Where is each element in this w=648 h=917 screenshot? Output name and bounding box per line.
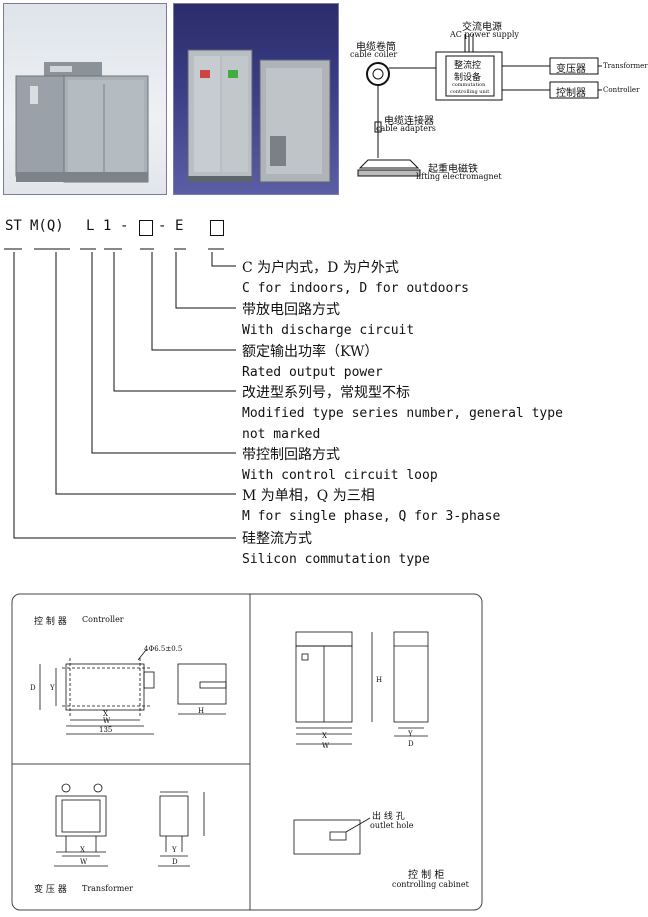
legend-control-en: With control circuit loop — [242, 468, 438, 483]
legend-control-cn: 带控制回路方式 — [242, 447, 340, 463]
controller-dim-d: D — [30, 684, 36, 692]
leader-lines — [4, 248, 236, 539]
controller-dim-w: W — [103, 717, 111, 725]
magnet-label-en: lifting electromagnet — [416, 172, 502, 181]
cabinet-title-en: controlling cabinet — [392, 880, 469, 889]
legend-silicon: 硅整流方式 Silicon commutation type — [242, 531, 430, 568]
legend-power-en: Rated output power — [242, 365, 383, 380]
magnet-label-cn: 起重电磁铁 — [428, 164, 478, 175]
controller-dim-h: H — [198, 707, 205, 715]
cabinet-dim-y: Y — [408, 730, 413, 738]
product-photo-2 — [173, 3, 339, 195]
power-label-cn: 交流电源 — [462, 22, 502, 33]
legend-location-en: C for indoors, D for outdoors — [242, 281, 469, 296]
outlet-label-en: outlet hole — [370, 821, 414, 830]
cable-coiler-cn: 电缆卷筒 — [356, 42, 396, 53]
enclosure-photo-1 — [15, 62, 149, 183]
code-dash-1: - — [120, 218, 129, 234]
controller-title-en: Controller — [82, 615, 124, 624]
cable-coiler-en: cable coiler — [350, 50, 398, 59]
code-st: ST — [5, 218, 22, 234]
transformer-dim-d: D — [172, 858, 178, 866]
cable-adapter-en: cable adapters — [376, 124, 436, 133]
controller-dim-x: X — [103, 710, 108, 718]
legend-series-cn: 改进型系列号，常规型不标 — [242, 385, 410, 401]
control-unit-en-2: controlling unit — [450, 89, 490, 95]
control-unit-cn-2: 制设备 — [454, 73, 482, 83]
legend-series-en: Modified type series number, general typ… — [242, 406, 563, 421]
controller-box-cn: 控制器 — [556, 88, 586, 99]
controller-dim-y: Y — [50, 684, 55, 692]
controller-title-cn: 控 制 器 — [34, 617, 67, 627]
transformer-title-cn: 变 压 器 — [34, 885, 67, 895]
code-power-box — [139, 220, 153, 236]
transformer-dim-x: X — [80, 846, 85, 854]
cabinet-dim-h: H — [376, 676, 383, 684]
controller-box-en: Controller — [603, 86, 640, 94]
enclosure-photo-2 — [187, 49, 331, 183]
transformer-box-en: Transformer — [603, 62, 648, 70]
code-mq: M(Q) — [30, 218, 64, 234]
cabinet-dim-w: W — [322, 742, 330, 750]
legend-phase-en: M for single phase, Q for 3-phase — [242, 509, 501, 524]
transformer-box-cn: 变压器 — [556, 64, 586, 75]
dimension-drawings — [11, 593, 483, 911]
code-location-box — [210, 220, 224, 236]
transformer-dim-w: W — [80, 858, 88, 866]
legend-control: 带控制回路方式 With control circuit loop — [242, 447, 438, 484]
legend-series-en-2: not marked — [242, 427, 321, 442]
transformer-title-en: Transformer — [82, 884, 133, 893]
cabinet-title-cn: 控 制 柜 — [408, 870, 445, 881]
cabinet-dim-d: D — [408, 740, 414, 748]
power-label-en: AC power supply — [450, 30, 519, 39]
legend-phase-cn: M 为单相，Q 为三相 — [242, 488, 375, 504]
legend-series: 改进型系列号，常规型不标 Modified type series number… — [242, 385, 563, 443]
legend-power-cn: 额定输出功率（KW） — [242, 344, 379, 360]
system-diagram — [357, 34, 602, 177]
code-dash-2: - — [158, 218, 167, 234]
product-photo-1 — [3, 3, 167, 195]
transformer-dim-y: Y — [172, 846, 177, 854]
code-1: 1 — [103, 218, 112, 234]
hole-note: 4Φ6.5±0.5 — [144, 645, 183, 653]
legend-location: C 为户内式，D 为户外式 C for indoors, D for outdo… — [242, 260, 469, 297]
controller-dim-135: 135 — [99, 726, 113, 734]
control-unit-cn-1: 整流控 — [454, 61, 482, 71]
legend-phase: M 为单相，Q 为三相 M for single phase, Q for 3-… — [242, 488, 500, 525]
legend-silicon-cn: 硅整流方式 — [242, 531, 312, 547]
code-e: E — [175, 218, 184, 234]
legend-discharge-en: With discharge circuit — [242, 323, 415, 338]
cabinet-dim-x: X — [322, 732, 327, 740]
cable-adapter-cn: 电缆连接器 — [384, 116, 434, 127]
legend-silicon-en: Silicon commutation type — [242, 552, 430, 567]
legend-discharge: 带放电回路方式 With discharge circuit — [242, 302, 414, 339]
legend-location-cn: C 为户内式，D 为户外式 — [242, 260, 399, 276]
legend-discharge-cn: 带放电回路方式 — [242, 302, 340, 318]
code-l: L — [86, 218, 95, 234]
legend-power: 额定输出功率（KW） Rated output power — [242, 344, 383, 381]
control-unit-en-1: commutation — [452, 82, 486, 88]
outlet-label-cn: 出 线 孔 — [372, 812, 405, 822]
